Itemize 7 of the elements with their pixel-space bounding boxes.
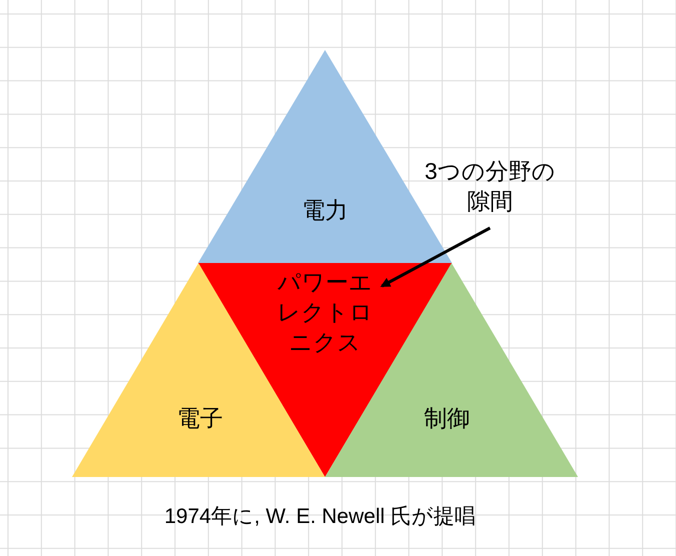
segment-label: パワーエレクトロニクス: [276, 268, 374, 357]
segment-label: 電子: [176, 404, 224, 433]
leader-arrow: [380, 226, 491, 288]
callout-text: 3つの分野の隙間: [424, 157, 556, 216]
segment-label: 電力: [301, 196, 349, 225]
segment-label: 制御: [423, 404, 471, 433]
caption: 1974年に, W. E. Newell 氏が提唱: [163, 504, 477, 530]
